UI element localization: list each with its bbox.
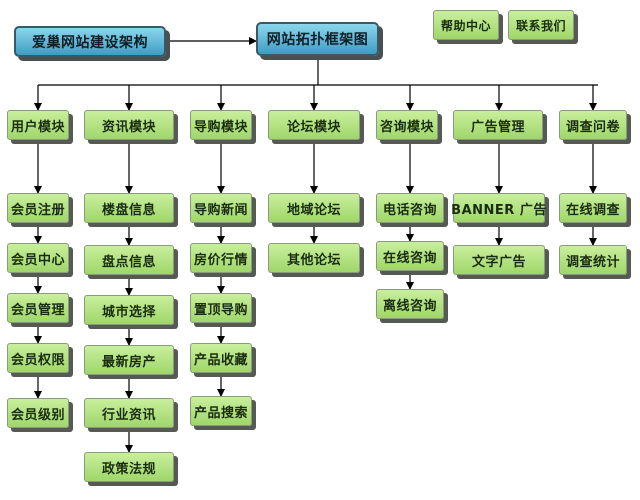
news-item-inventory-info[interactable]: 盘点信息 xyxy=(84,245,174,275)
user-item-permission[interactable]: 会员权限 xyxy=(7,343,69,373)
consult-item-phone[interactable]: 电话咨询 xyxy=(376,193,444,223)
guide-item-search[interactable]: 产品搜索 xyxy=(190,396,252,426)
module-header-forum[interactable]: 论坛模块 xyxy=(268,110,360,140)
user-item-level[interactable]: 会员级别 xyxy=(7,398,69,428)
ads-item-banner[interactable]: BANNER 广告 xyxy=(451,193,546,223)
user-item-register[interactable]: 会员注册 xyxy=(7,193,69,223)
guide-item-pinned[interactable]: 置顶导购 xyxy=(190,293,252,323)
forum-item-regional[interactable]: 地域论坛 xyxy=(268,193,360,223)
news-item-latest-property[interactable]: 最新房产 xyxy=(84,345,174,375)
module-header-user[interactable]: 用户模块 xyxy=(7,110,69,140)
guide-item-price-trend[interactable]: 房价行情 xyxy=(190,243,252,273)
forum-item-other[interactable]: 其他论坛 xyxy=(268,243,360,273)
news-item-city-select[interactable]: 城市选择 xyxy=(84,295,174,325)
news-item-policy-law[interactable]: 政策法规 xyxy=(84,452,174,482)
module-header-news[interactable]: 资讯模块 xyxy=(84,110,174,140)
contact-us-button[interactable]: 联系我们 xyxy=(508,10,574,40)
main-node: 网站拓扑框架图 xyxy=(256,22,379,56)
module-header-consulting[interactable]: 咨询模块 xyxy=(376,110,438,140)
user-item-center[interactable]: 会员中心 xyxy=(7,243,69,273)
guide-item-favorites[interactable]: 产品收藏 xyxy=(190,343,252,373)
news-item-industry-news[interactable]: 行业资讯 xyxy=(84,398,174,428)
consult-item-offline[interactable]: 离线咨询 xyxy=(376,289,444,319)
root-node: 爱巢网站建设架构 xyxy=(14,26,166,57)
module-header-survey[interactable]: 调查问卷 xyxy=(559,110,627,140)
module-header-ads[interactable]: 广告管理 xyxy=(453,110,543,140)
consult-item-online[interactable]: 在线咨询 xyxy=(376,241,444,271)
news-item-property-info[interactable]: 楼盘信息 xyxy=(84,193,174,223)
guide-item-news[interactable]: 导购新闻 xyxy=(190,193,252,223)
survey-item-stats[interactable]: 调查统计 xyxy=(559,245,627,275)
module-header-shopping-guide[interactable]: 导购模块 xyxy=(190,110,252,140)
ads-item-text[interactable]: 文字广告 xyxy=(453,245,545,275)
user-item-manage[interactable]: 会员管理 xyxy=(7,293,69,323)
survey-item-online[interactable]: 在线调查 xyxy=(559,193,627,223)
help-center-button[interactable]: 帮助中心 xyxy=(433,10,499,40)
